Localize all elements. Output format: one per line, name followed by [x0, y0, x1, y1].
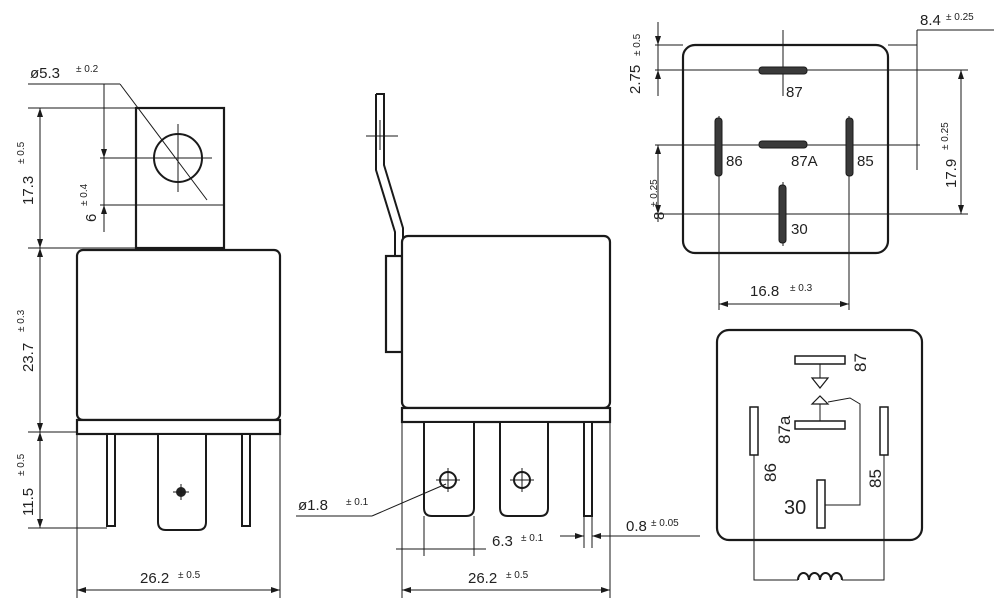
body-height-tol: ± 0.3 — [16, 309, 27, 332]
width-side-tol: ± 0.5 — [506, 570, 529, 581]
pin-85-label: 85 — [857, 153, 874, 170]
contact-86 — [749, 406, 759, 456]
contact-85 — [879, 406, 889, 456]
pin-length-label: 11.5 — [20, 488, 37, 516]
hole-dia-label: ø5.3 — [30, 65, 60, 82]
right-margin-tol: ± 0.25 — [946, 12, 974, 23]
sch-86-label: 86 — [761, 463, 780, 482]
pin-hole-dia-tol: ± 0.1 — [346, 497, 369, 508]
hole-offset-tol: ± 0.4 — [79, 183, 90, 206]
pin-length-tol: ± 0.5 — [16, 453, 27, 476]
pin-width-tol: ± 0.1 — [521, 533, 544, 544]
pin-30 — [778, 184, 787, 244]
contact-87 — [794, 355, 846, 365]
pin-width-label: 6.3 — [492, 533, 513, 550]
vert-span-tol: ± 0.25 — [940, 122, 951, 150]
wiring-schematic: 87 87a 86 85 30 — [715, 328, 924, 581]
side-pin-offset-label: 8 — [651, 212, 668, 220]
mounting-bracket — [134, 106, 226, 250]
pin-86 — [714, 117, 723, 177]
pin-center — [157, 433, 207, 531]
sch-87a-label: 87a — [775, 415, 794, 444]
sch-30-label: 30 — [784, 497, 806, 519]
pin-85 — [845, 117, 854, 177]
side-view — [366, 93, 612, 517]
pin-87 — [758, 66, 808, 75]
top-margin-tol: ± 0.5 — [632, 33, 643, 56]
relay-body-front — [75, 248, 282, 422]
pin-right — [241, 433, 251, 527]
pin-87a-label: 87A — [791, 153, 818, 170]
side-dimensions: ø1.8 ± 0.1 6.3 ± 0.1 0.8 ± 0.05 26.2 ± 0… — [296, 422, 700, 598]
side-bracket — [376, 93, 404, 256]
pin-87a — [758, 140, 808, 149]
coil-icon — [797, 572, 843, 581]
pin-thickness-label: 0.8 — [626, 518, 647, 535]
vert-span-label: 17.9 — [943, 159, 960, 188]
side-bracket-foot — [384, 254, 404, 354]
front-dimensions: ø5.3 ± 0.2 17.3 ± 0.5 6 ± 0.4 23.7 ± 0.3… — [16, 64, 281, 598]
pin-30-label: 30 — [791, 221, 808, 238]
side-pin-offset-tol: ± 0.25 — [649, 179, 660, 207]
horiz-span-tol: ± 0.3 — [790, 283, 813, 294]
side-pin-thin — [583, 421, 593, 517]
pin-87-label: 87 — [786, 84, 803, 101]
width-front-label: 26.2 — [140, 570, 169, 587]
hole-offset-label: 6 — [83, 214, 100, 222]
top-margin-label: 2.75 — [627, 65, 644, 94]
width-side-label: 26.2 — [468, 570, 497, 587]
pin-hole-dia-label: ø1.8 — [298, 497, 328, 514]
pin-86-label: 86 — [726, 153, 743, 170]
side-pin-2 — [499, 421, 549, 517]
relay-base-side — [400, 406, 612, 424]
contact-87a — [794, 420, 846, 430]
hole-dia-tol: ± 0.2 — [76, 64, 99, 75]
front-view — [75, 106, 282, 531]
pin-layout-outline — [681, 43, 890, 255]
pin-thickness-tol: ± 0.05 — [651, 518, 679, 529]
body-height-label: 23.7 — [20, 343, 37, 372]
contact-30 — [816, 479, 826, 529]
right-margin-label: 8.4 — [920, 12, 941, 29]
sch-87-label: 87 — [851, 353, 870, 372]
side-pin-1 — [423, 421, 475, 517]
horiz-span-label: 16.8 — [750, 283, 779, 300]
bracket-height-label: 17.3 — [20, 176, 37, 205]
relay-base-front — [75, 418, 282, 436]
pin-layout-view: 87 86 87A 85 30 2.75 ± 0.5 8 ± 0.25 8.4 … — [627, 12, 994, 310]
sch-85-label: 85 — [866, 469, 885, 488]
bracket-height-tol: ± 0.5 — [16, 141, 27, 164]
pin-left — [106, 433, 116, 527]
relay-body-side — [400, 234, 612, 410]
width-front-tol: ± 0.5 — [178, 570, 201, 581]
